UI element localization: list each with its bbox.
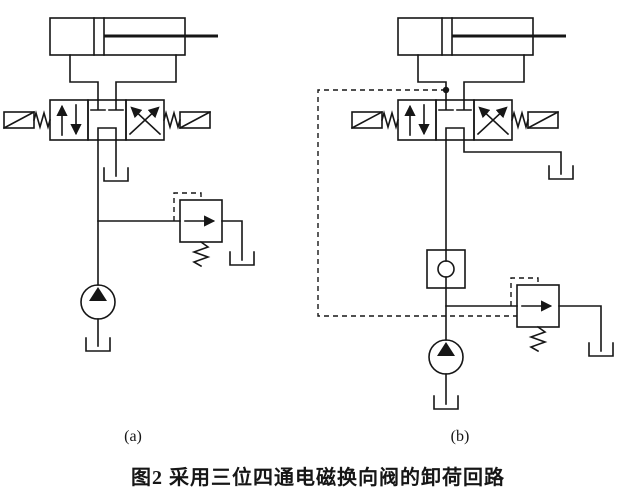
circuit-a	[2, 17, 255, 352]
tank-icon	[103, 167, 129, 182]
circuit-b	[317, 17, 614, 410]
solenoid-right-icon	[179, 111, 211, 129]
pilot-line	[510, 277, 539, 306]
line-relief-outlet	[558, 305, 602, 352]
spring-right-icon	[163, 110, 181, 130]
flow-arrow	[130, 106, 162, 136]
relief-spring-icon	[191, 240, 211, 268]
tank-icon	[433, 395, 459, 410]
tank-icon	[85, 337, 111, 352]
line-port-a	[417, 54, 447, 101]
check-valve-ball	[437, 260, 455, 278]
pt-connection	[97, 127, 117, 141]
pt-connection	[445, 127, 465, 141]
pilot-line	[173, 192, 202, 221]
label-a: (a)	[124, 428, 142, 445]
directional-valve-icon	[2, 99, 212, 141]
spring-right-icon	[511, 110, 529, 130]
relief-spring-icon	[528, 325, 548, 353]
line-t-port	[463, 139, 562, 175]
valve-position-left	[397, 99, 437, 141]
pump-triangle	[89, 287, 107, 301]
label-b: (b)	[451, 428, 470, 445]
solenoid-slash	[526, 110, 560, 130]
tank-icon	[229, 251, 255, 266]
valve-position-center	[87, 99, 127, 141]
figure-caption: 图2 采用三位四通电磁换向阀的卸荷回路	[131, 465, 505, 489]
hydraulic-cylinder-icon	[397, 17, 566, 56]
line-port-a	[69, 54, 99, 101]
solenoid-right-icon	[527, 111, 559, 129]
valve-position-left	[49, 99, 89, 141]
flow-arrow	[128, 106, 160, 136]
relief-valve-icon	[510, 277, 614, 357]
remote-control-line	[317, 89, 517, 317]
tank-icon	[588, 342, 614, 357]
pump-triangle	[437, 342, 455, 356]
solenoid-slash	[178, 110, 212, 130]
spring-left-icon	[33, 110, 51, 130]
relief-valve-icon	[173, 192, 255, 268]
line-relief-outlet	[221, 220, 243, 261]
flow-arrow	[478, 106, 510, 136]
directional-valve-icon	[350, 99, 560, 141]
line-port-b	[463, 54, 525, 101]
pump-icon	[80, 284, 116, 352]
line-port-b	[115, 54, 177, 101]
pump-icon	[428, 339, 464, 410]
junction-dot	[442, 86, 450, 94]
solenoid-slash	[2, 110, 36, 130]
solenoid-slash	[350, 110, 384, 130]
spring-left-icon	[381, 110, 399, 130]
valve-position-center	[435, 99, 475, 141]
flow-arrow	[476, 106, 508, 136]
blocked-ports	[438, 99, 472, 111]
hydraulic-cylinder-icon	[49, 17, 218, 56]
check-valve-icon	[426, 249, 466, 289]
tank-icon	[548, 165, 574, 180]
blocked-ports	[90, 99, 124, 111]
